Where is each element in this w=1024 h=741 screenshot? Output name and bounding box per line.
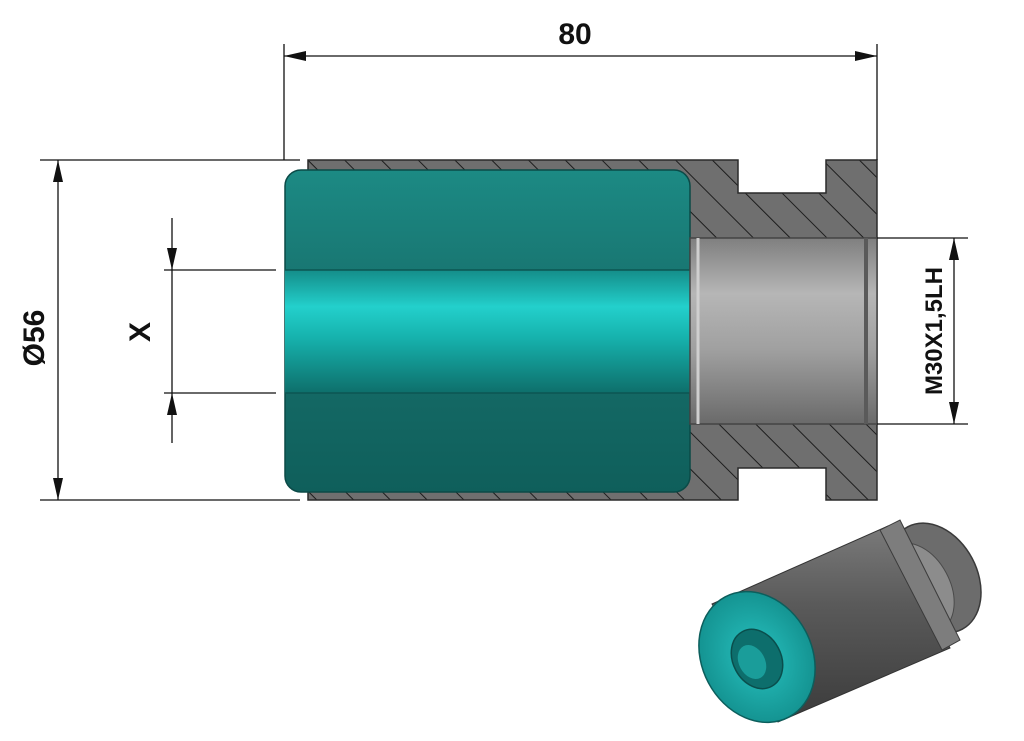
bore-label: X <box>124 322 157 342</box>
isometric-view <box>698 519 982 724</box>
dimension-bore: X <box>124 218 276 443</box>
thread-label: M30X1,5LH <box>921 267 948 395</box>
liner <box>284 169 691 493</box>
diameter-label: Ø56 <box>18 310 51 367</box>
dimension-length: 80 <box>283 18 878 160</box>
dimension-thread: M30X1,5LH <box>877 237 968 425</box>
section-view <box>284 159 878 501</box>
threaded-bore <box>689 237 878 425</box>
length-label: 80 <box>558 18 591 51</box>
dimension-diameter: Ø56 <box>18 159 300 501</box>
liner-bore <box>285 270 690 393</box>
thread-bore-surface <box>689 237 878 425</box>
